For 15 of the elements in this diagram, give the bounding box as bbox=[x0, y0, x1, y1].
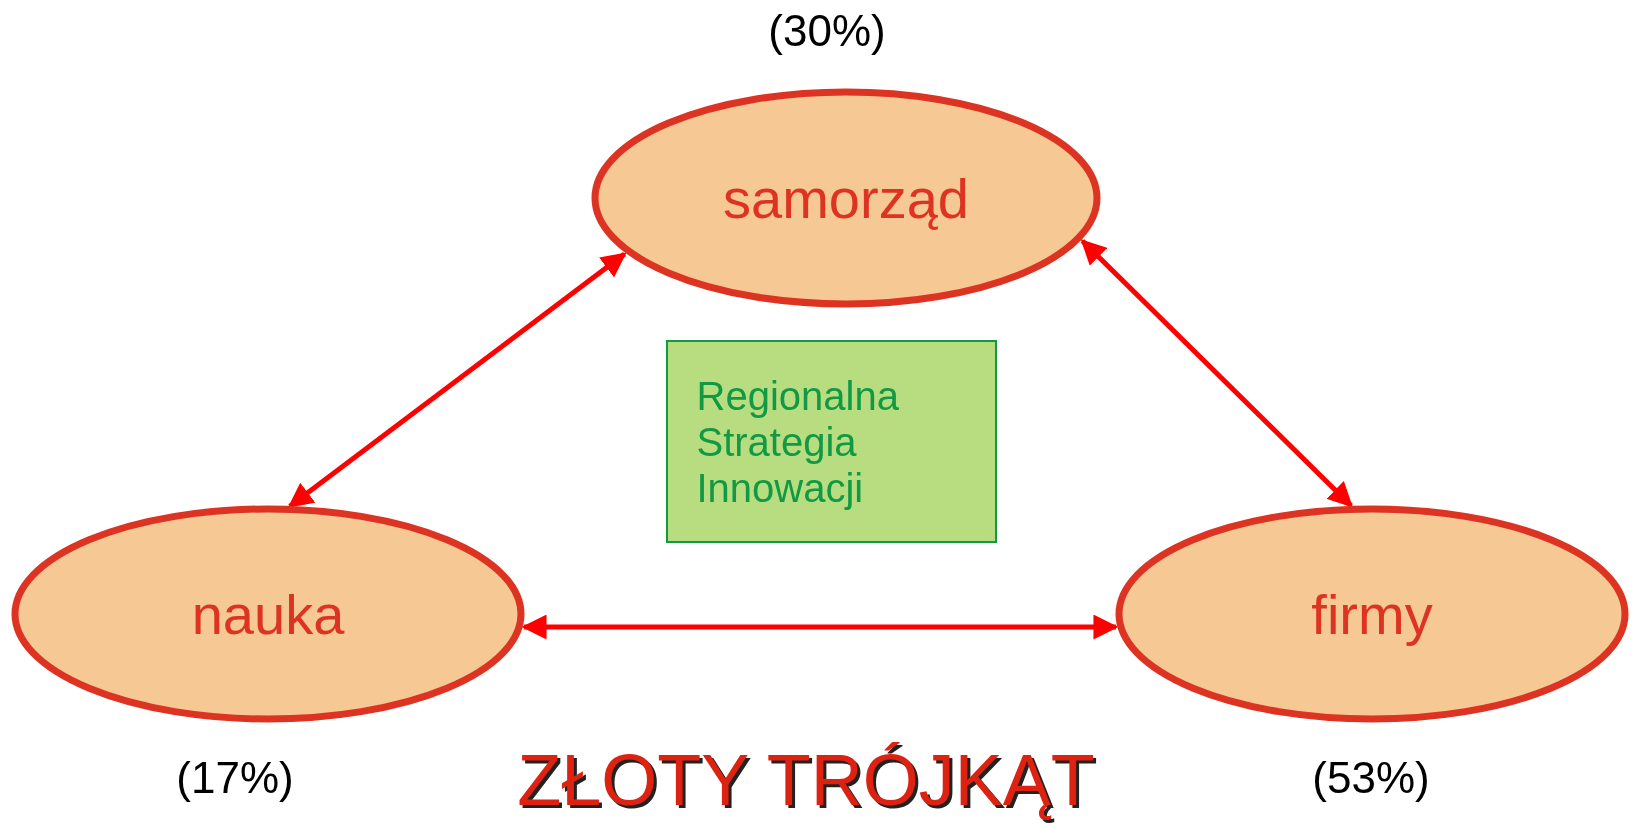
node-label: nauka bbox=[191, 581, 345, 647]
ellipse-node bbox=[11, 505, 525, 723]
ellipse-node bbox=[1115, 505, 1629, 723]
double-headed-arrow bbox=[287, 251, 627, 509]
title: ZŁOTY TRÓJKĄT bbox=[517, 739, 1095, 821]
strategy-box bbox=[666, 340, 997, 543]
percentage-label: (17%) bbox=[176, 753, 294, 803]
node-label: samorząd bbox=[723, 165, 969, 231]
percentage-label: (53%) bbox=[1312, 753, 1430, 803]
ellipse-node bbox=[591, 88, 1101, 308]
double-headed-arrow bbox=[1080, 239, 1353, 508]
box-label: Regionalna Strategia Innowacji bbox=[696, 372, 900, 511]
node-label: firmy bbox=[1311, 581, 1433, 647]
double-headed-arrow bbox=[521, 614, 1119, 640]
percentage-label: (30%) bbox=[768, 6, 886, 56]
